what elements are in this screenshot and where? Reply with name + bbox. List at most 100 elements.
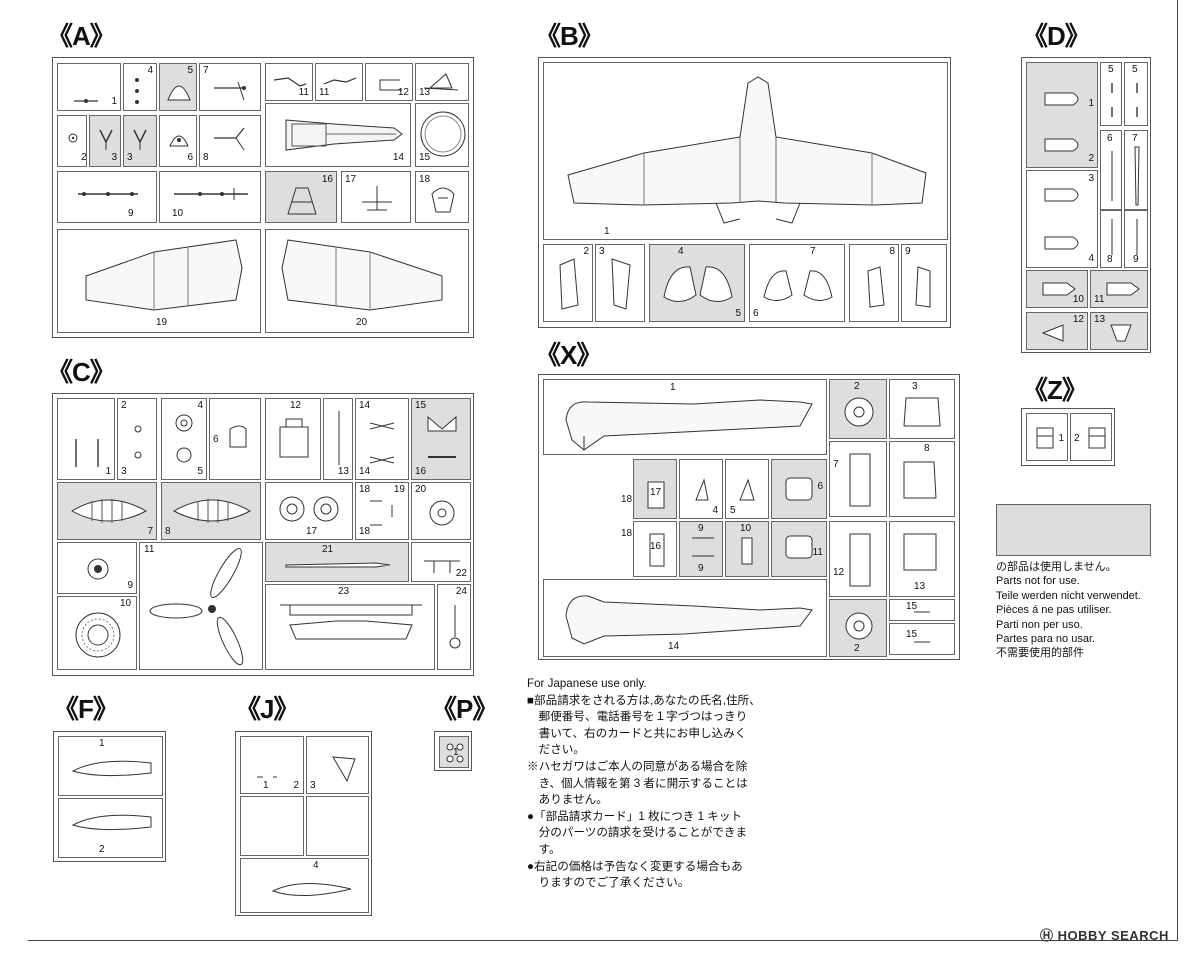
hobby-search-logo-icon: Ⓗ (1040, 928, 1054, 943)
part-j4: 4 (240, 858, 369, 913)
part-a6: 6 (159, 115, 197, 167)
part-x2-wheel-bottom: 2 (829, 599, 887, 657)
part-b2: 2 (543, 244, 593, 322)
not-used-swatch (996, 504, 1151, 556)
part-a12: 12 (365, 63, 413, 101)
part-x6: 6 (771, 459, 827, 519)
part-j-blank-left (240, 796, 304, 856)
sprue-d: 1 2 5 5 6 7 3 4 8 9 10 11 12 13 (1021, 57, 1151, 353)
part-c17: 17 (265, 482, 353, 540)
part-a19-wing: 19 (57, 229, 261, 333)
part-a1: 1 (57, 63, 121, 111)
part-c9: 9 (57, 542, 137, 594)
part-c20: 20 (411, 482, 471, 540)
part-d5-right: 5 (1124, 62, 1148, 126)
part-a3-left: 3 (89, 115, 121, 167)
part-b3: 3 (595, 244, 645, 322)
sprue-f: 1 2 (53, 731, 166, 862)
part-d12: 12 (1026, 312, 1088, 350)
part-a8: 8 (199, 115, 261, 167)
part-a16: 16 (265, 171, 337, 223)
part-c8: 8 (161, 482, 261, 540)
part-f1: 1 (58, 736, 163, 796)
part-z1: 1 (1026, 413, 1068, 461)
part-a14: 14 (265, 103, 411, 167)
part-b8: 8 (849, 244, 899, 322)
hobby-search-watermark: Ⓗ HOBBY SEARCH (1040, 928, 1169, 943)
part-a15: 15 (415, 103, 469, 167)
part-c2-3: 2 3 (117, 398, 157, 480)
sprue-p: 1 (434, 731, 472, 771)
part-a10: 10 (159, 171, 261, 223)
part-d11: 11 (1090, 270, 1148, 308)
sprue-b-title: 《B》 (535, 21, 604, 51)
part-c10-engine: 10 (57, 596, 137, 670)
sprue-b: 1 2 3 4 5 6 7 8 9 (538, 57, 951, 328)
sprue-x: 1 2 3 7 8 17 18 4 5 6 16 18 9 9 10 11 (538, 374, 960, 660)
part-p1: 1 (439, 736, 469, 768)
sprue-z: 1 2 (1021, 408, 1115, 466)
part-a5: 5 (159, 63, 197, 111)
part-c24: 24 (437, 584, 471, 670)
page-frame-bottom (28, 940, 1178, 941)
part-x3: 3 (889, 379, 955, 439)
part-x9: 9 9 (679, 521, 723, 577)
part-c13: 13 (323, 398, 353, 480)
part-b4-5: 4 5 (649, 244, 745, 322)
part-d7: 7 (1124, 130, 1148, 210)
part-a11-left: 11 (265, 63, 313, 101)
part-x11: 11 (771, 521, 827, 577)
part-c11-propeller: 11 (139, 542, 263, 670)
sprue-j-title: 《J》 (235, 694, 299, 724)
part-d5-left: 5 (1100, 62, 1122, 126)
part-d6: 6 (1100, 130, 1122, 210)
part-x16: 16 (633, 521, 677, 577)
part-x4: 4 (679, 459, 723, 519)
part-x8: 8 (889, 441, 955, 517)
part-a2: 2 (57, 115, 87, 167)
part-d9: 9 (1124, 210, 1148, 268)
part-x1-fuselage: 1 (543, 379, 827, 455)
part-d3-4: 3 4 (1026, 170, 1098, 268)
part-a18: 18 (415, 171, 469, 223)
part-x5: 5 (725, 459, 769, 519)
part-d1-2: 1 2 (1026, 62, 1098, 168)
part-a9: 9 (57, 171, 157, 223)
part-c18-19: 18 19 18 (355, 482, 409, 540)
part-c6: 6 (209, 398, 261, 480)
part-x13: 13 (889, 521, 955, 597)
sprue-f-title: 《F》 (53, 694, 119, 724)
part-d10: 10 (1026, 270, 1088, 308)
part-a4: 4 (123, 63, 157, 111)
part-b6-7: 6 7 (749, 244, 845, 322)
part-x15-bottom: 15 (889, 623, 955, 655)
sprue-a-title: 《A》 (47, 21, 116, 51)
part-a20-wing: 20 (265, 229, 469, 333)
label-x18-bottom: 18 (621, 528, 633, 539)
part-b1-wing: 1 (543, 62, 948, 240)
part-x14-fuselage: 14 (543, 579, 827, 657)
part-c21: 21 (265, 542, 409, 582)
sprue-c: 1 2 3 4 5 6 12 13 14 14 15 16 7 8 17 18 … (52, 393, 474, 676)
part-b9: 9 (901, 244, 947, 322)
part-z2: 2 (1070, 413, 1112, 461)
part-a17: 17 (341, 171, 411, 223)
sprue-a: 1 4 5 7 11 11 12 13 2 3 3 6 8 14 (52, 57, 474, 338)
sprue-d-title: 《D》 (1022, 21, 1091, 51)
part-d13: 13 (1090, 312, 1148, 350)
part-a7: 7 (199, 63, 261, 111)
part-c23: 23 (265, 584, 435, 670)
part-x17: 17 (633, 459, 677, 519)
part-c12: 12 (265, 398, 321, 480)
part-x15-top: 15 (889, 599, 955, 621)
part-d8: 8 (1100, 210, 1122, 268)
sprue-z-title: 《Z》 (1022, 375, 1088, 405)
sprue-x-title: 《X》 (535, 340, 602, 370)
page-frame-right (1177, 0, 1178, 940)
sprue-p-title: 《P》 (431, 694, 498, 724)
part-x7: 7 (829, 441, 887, 517)
part-j1-2: 1 2 (240, 736, 304, 794)
sprue-c-title: 《C》 (47, 357, 116, 387)
part-f2: 2 (58, 798, 163, 858)
japanese-order-note: For Japanese use only. ■部品請求をされる方は,あなたの氏… (527, 677, 761, 890)
